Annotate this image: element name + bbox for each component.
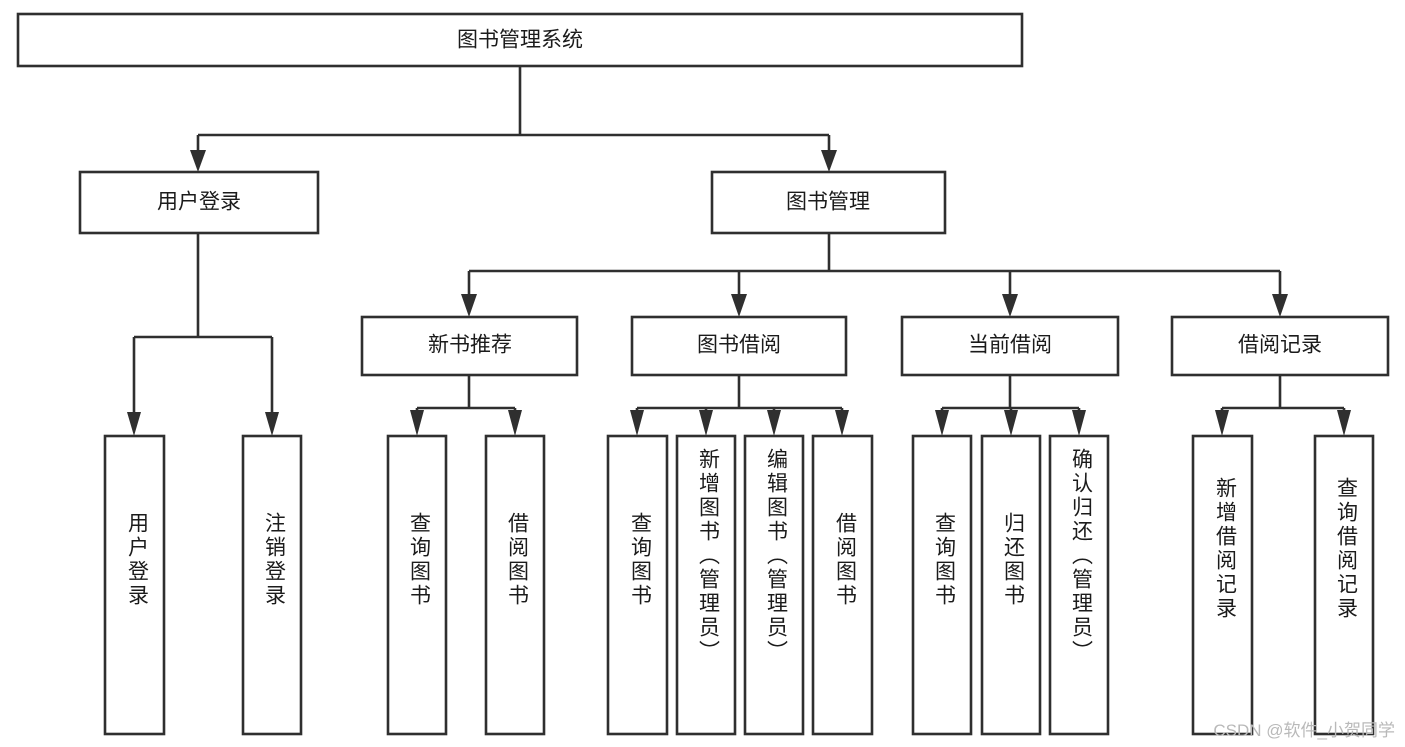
node-user-login[interactable]: 用户登录	[78, 170, 320, 235]
arrowhead-leaf-query-book-new	[410, 410, 424, 436]
leaf-user-login-box[interactable]	[103, 434, 166, 736]
leaf-query-book-current-box[interactable]	[911, 434, 973, 736]
node-leaf-confirm-return-admin[interactable]: 确认归还（管理员）	[1048, 434, 1110, 736]
node-leaf-edit-book-admin[interactable]: 编辑图书（管理员）	[743, 434, 805, 736]
arrowhead-new-book-recommend	[461, 294, 477, 317]
arrowhead-leaf-user-logout	[265, 412, 279, 436]
root-box[interactable]	[16, 12, 1024, 68]
borrow-record-box[interactable]	[1170, 315, 1390, 377]
leaf-confirm-return-admin-box[interactable]	[1048, 434, 1110, 736]
book-borrow-box[interactable]	[630, 315, 848, 377]
leaf-query-book-borrow-label: 查询图书	[628, 512, 652, 608]
book-management-box[interactable]	[710, 170, 947, 235]
leaf-add-book-admin-label: 新增图书（管理员）	[696, 448, 720, 664]
current-borrow-label: 当前借阅	[968, 334, 1052, 357]
arrowhead-leaf-query-book-current	[935, 410, 949, 436]
leaf-return-book-box[interactable]	[980, 434, 1042, 736]
node-leaf-return-book[interactable]: 归还图书	[980, 434, 1042, 736]
arrowhead-leaf-confirm-return-admin	[1072, 410, 1086, 436]
leaf-query-book-current-label: 查询图书	[932, 512, 956, 608]
node-root-system[interactable]: 图书管理系统	[16, 12, 1024, 68]
leaf-query-book-new-box[interactable]	[386, 434, 448, 736]
current-borrow-box[interactable]	[900, 315, 1120, 377]
node-book-management[interactable]: 图书管理	[710, 170, 947, 235]
leaf-user-logout-label: 注销登录	[262, 512, 286, 608]
arrowhead-leaf-query-book-borrow	[630, 410, 644, 436]
arrowhead-borrow-record	[1272, 294, 1288, 317]
leaf-borrow-book-new-label: 借阅图书	[505, 512, 529, 608]
node-leaf-borrow-book-new[interactable]: 借阅图书	[484, 434, 546, 736]
leaf-add-borrow-record-box[interactable]	[1191, 434, 1254, 736]
arrowhead-leaf-borrow-book-new	[508, 410, 522, 436]
leaf-edit-book-admin-label: 编辑图书（管理员）	[764, 448, 788, 664]
user-login-label: 用户登录	[157, 191, 241, 214]
leaf-add-book-admin-box[interactable]	[675, 434, 737, 736]
arrowhead-leaf-borrow-book	[835, 410, 849, 436]
node-leaf-query-book-new[interactable]: 查询图书	[386, 434, 448, 736]
leaf-query-book-borrow-box[interactable]	[606, 434, 669, 736]
borrow-record-label: 借阅记录	[1238, 334, 1322, 357]
csdn-watermark: CSDN @软件_小贺同学	[1213, 721, 1395, 740]
node-leaf-query-book-borrow[interactable]: 查询图书	[606, 434, 669, 736]
connector-layer	[127, 66, 1351, 436]
node-borrow-record[interactable]: 借阅记录	[1170, 315, 1390, 377]
node-leaf-user-login[interactable]: 用户登录	[103, 434, 166, 736]
new-book-recommend-box[interactable]	[360, 315, 579, 377]
node-book-borrow[interactable]: 图书借阅	[630, 315, 848, 377]
node-leaf-borrow-book[interactable]: 借阅图书	[811, 434, 874, 736]
book-borrow-label: 图书借阅	[697, 334, 781, 357]
root-label: 图书管理系统	[457, 29, 583, 52]
arrowhead-current-borrow	[1002, 294, 1018, 317]
node-leaf-user-logout[interactable]: 注销登录	[241, 434, 303, 736]
leaf-edit-book-admin-box[interactable]	[743, 434, 805, 736]
arrowhead-leaf-add-borrow-record	[1215, 410, 1229, 436]
leaf-borrow-book-box[interactable]	[811, 434, 874, 736]
leaf-return-book-label: 归还图书	[1001, 512, 1025, 608]
arrowhead-leaf-return-book	[1004, 410, 1018, 436]
node-leaf-add-book-admin[interactable]: 新增图书（管理员）	[675, 434, 737, 736]
node-leaf-add-borrow-record[interactable]: 新增借阅记录	[1191, 434, 1254, 736]
node-new-book-recommend[interactable]: 新书推荐	[360, 315, 579, 377]
leaf-borrow-book-new-box[interactable]	[484, 434, 546, 736]
leaf-query-book-new-label: 查询图书	[407, 512, 431, 608]
leaf-add-borrow-record-label: 新增借阅记录	[1213, 477, 1237, 621]
arrowhead-book-management	[821, 150, 837, 172]
arrowhead-leaf-add-book-admin	[699, 410, 713, 436]
node-current-borrow[interactable]: 当前借阅	[900, 315, 1120, 377]
leaf-user-login-label: 用户登录	[125, 512, 149, 608]
leaf-query-borrow-record-box[interactable]	[1313, 434, 1375, 736]
arrowhead-book-borrow	[731, 294, 747, 317]
arrowhead-leaf-user-login	[127, 412, 141, 436]
arrowhead-user-login	[190, 150, 206, 172]
leaf-confirm-return-admin-label: 确认归还（管理员）	[1069, 448, 1093, 664]
book-management-label: 图书管理	[786, 191, 870, 214]
node-leaf-query-borrow-record[interactable]: 查询借阅记录	[1313, 434, 1375, 736]
leaf-borrow-book-label: 借阅图书	[833, 512, 857, 608]
leaf-user-logout-box[interactable]	[241, 434, 303, 736]
user-login-box[interactable]	[78, 170, 320, 235]
arrowhead-leaf-edit-book-admin	[767, 410, 781, 436]
leaf-query-borrow-record-label: 查询借阅记录	[1334, 477, 1358, 621]
node-leaf-query-book-current[interactable]: 查询图书	[911, 434, 973, 736]
new-book-recommend-label: 新书推荐	[428, 334, 512, 357]
arrowhead-leaf-query-borrow-record	[1337, 410, 1351, 436]
